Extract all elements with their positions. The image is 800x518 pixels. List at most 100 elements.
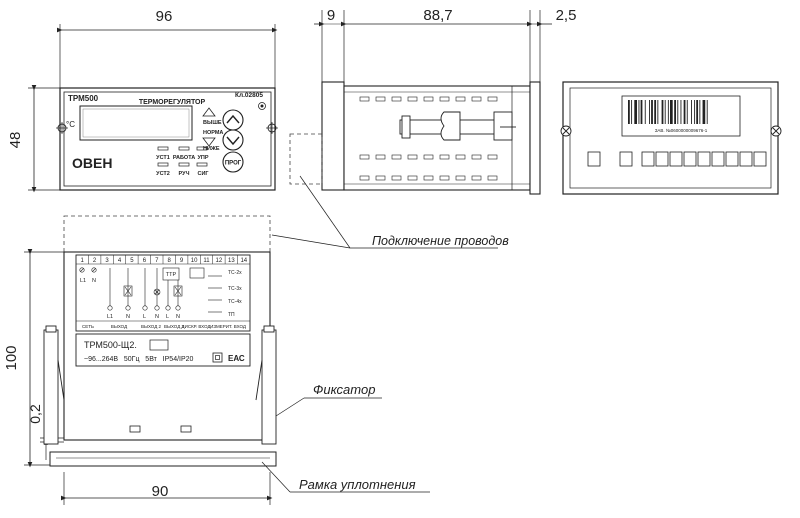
latch-left: [43, 325, 65, 445]
side-view: 9 88,7 2,5: [289, 7, 577, 195]
indicator-row-2: УСТ2 РУЧ СИГ: [156, 162, 209, 177]
chevron-down-icon: [226, 136, 240, 146]
terminal-number: 1: [81, 258, 85, 264]
front-title-label: ТЕРМОРЕГУЛЯТОР: [139, 99, 206, 106]
dim-front-height: 48: [7, 132, 24, 149]
callout-latch: Фиксатор: [275, 382, 382, 417]
front-model-label: ТРМ500: [68, 94, 99, 103]
terminal-number: 2: [93, 258, 97, 264]
terminal-number: 12: [216, 258, 223, 264]
terminal-number: 14: [240, 258, 247, 264]
indicator-label-ust1: УСТ1: [156, 155, 170, 161]
terminal-number: 13: [228, 258, 235, 264]
group-label-output2: ВЫХОД 2: [141, 324, 162, 329]
bottom-wire-zone: [63, 215, 271, 253]
group-label-discrete: ДИСКР. ВХОД: [182, 324, 211, 329]
side-flange: [321, 81, 345, 191]
dim-bottom-gap: 0,2: [27, 404, 43, 424]
sensor-label-3: ТС-4х: [228, 299, 242, 305]
dim-bottom-height: 100: [3, 345, 20, 370]
terminal-number: 4: [118, 258, 122, 264]
side-latch: [399, 111, 516, 141]
rear-terminals: [587, 151, 767, 167]
double-insulation-icon: [212, 352, 223, 363]
bottom-slot-left: [129, 425, 141, 433]
callout-gasket-label: Рамка уплотнения: [299, 477, 416, 492]
ce-mark: ЕАС: [228, 354, 245, 363]
group-label-power: СЕТЬ: [82, 324, 94, 329]
output-mark-l1: L1: [107, 314, 113, 320]
terminal-number: 7: [155, 258, 159, 264]
terminal-number: 5: [130, 258, 134, 264]
side-rear-plate: [529, 81, 541, 195]
front-display: [79, 105, 193, 141]
latch-right: [255, 325, 277, 445]
barcode-text: ЗАВ. №0600000009676-1: [655, 128, 708, 133]
rear-view: ЗАВ. №0600000009676-1: [560, 81, 782, 195]
terminal-number: 3: [105, 258, 109, 264]
dim-side-depth: 88,7: [423, 7, 452, 24]
up-button[interactable]: [222, 109, 244, 131]
sensor-label-4: ТП: [228, 312, 235, 318]
indicator-row-1: УСТ1 РАБОТА УПР: [156, 146, 209, 161]
bottom-view: 100 0,2 90: [3, 215, 277, 505]
power-mark-n: N: [92, 278, 96, 284]
nameplate-spec: ~96...264В 50Гц 5Вт IP54/IP20: [84, 356, 194, 363]
group-label-measure: ИЗМЕРИТ. ВХОД: [210, 324, 246, 329]
relay-mark-4: N: [176, 314, 180, 320]
callout-latch-label: Фиксатор: [313, 382, 375, 397]
side-wire-zone: [289, 133, 323, 185]
arrow-down-icon: [202, 137, 216, 147]
rear-screw-left: [560, 125, 572, 137]
nameplate-model: ТРМ500-Щ2.: [84, 340, 137, 350]
bottom-slot-right: [180, 425, 192, 433]
sensor-label-2: ТС-3х: [228, 286, 242, 292]
down-button[interactable]: [222, 129, 244, 151]
relay-mark-1: L: [143, 314, 146, 320]
brand-logo: ОВЕН: [72, 155, 112, 171]
output-mark-n: N: [126, 314, 130, 320]
callout-wiring-label: Подключение проводов: [372, 234, 509, 248]
indicator-label-sig: СИГ: [197, 171, 209, 177]
arrow-label-norm: НОРМА: [203, 130, 223, 136]
terminal-number: 8: [168, 258, 172, 264]
sensor-label-1: ТС-2х: [228, 270, 242, 276]
relay-mark-2: N: [155, 314, 159, 320]
indicator-label-work: РАБОТА: [173, 155, 195, 161]
indicator-label-upr: УПР: [197, 155, 208, 161]
wiring-symbols: [79, 267, 222, 313]
front-view: 96 48 ТРМ500 ТЕРМОРЕГУЛЯТОР Кл.02805 °C …: [7, 8, 278, 193]
terminal-number: 10: [191, 258, 198, 264]
terminal-number: 11: [203, 258, 210, 264]
arrow-label-down: НИЖЕ: [203, 146, 220, 152]
dim-bottom-width: 90: [152, 483, 169, 500]
callout-gasket: Рамка уплотнения: [261, 461, 430, 493]
dim-front-width: 96: [156, 8, 173, 25]
arrow-up-icon: [202, 107, 216, 117]
front-status-icon: [258, 102, 266, 110]
dim-side-panel: 9: [327, 7, 335, 24]
prog-button-label: ПРОГ: [225, 161, 242, 167]
barcode-icon: [628, 100, 708, 124]
prog-button[interactable]: ПРОГ: [222, 151, 244, 173]
power-mark-l1: L1: [80, 278, 86, 284]
ttr-label: ТТР: [166, 272, 177, 278]
relay-mark-3: L: [166, 314, 169, 320]
front-unit-label: °C: [66, 120, 75, 129]
callout-wiring: Подключение проводов: [271, 175, 509, 249]
dim-side-rear: 2,5: [556, 7, 577, 24]
terminal-number: 9: [180, 258, 184, 264]
group-label-output3: ВЫХОД 3: [164, 324, 185, 329]
front-batch-label: Кл.02805: [235, 92, 263, 99]
terminal-number: 6: [143, 258, 147, 264]
rear-screw-right: [770, 125, 782, 137]
indicator-label-manual: РУЧ: [179, 171, 190, 177]
group-label-output: ВЫХОД: [111, 324, 127, 329]
nameplate: ТРМ500-Щ2. ~96...264В 50Гц 5Вт IP54/IP20…: [75, 333, 251, 367]
side-vents-top: [359, 96, 498, 102]
arrow-label-up: ВЫШЕ: [203, 120, 222, 126]
indicator-label-ust2: УСТ2: [156, 171, 170, 177]
side-vents-bottom: [359, 154, 498, 181]
